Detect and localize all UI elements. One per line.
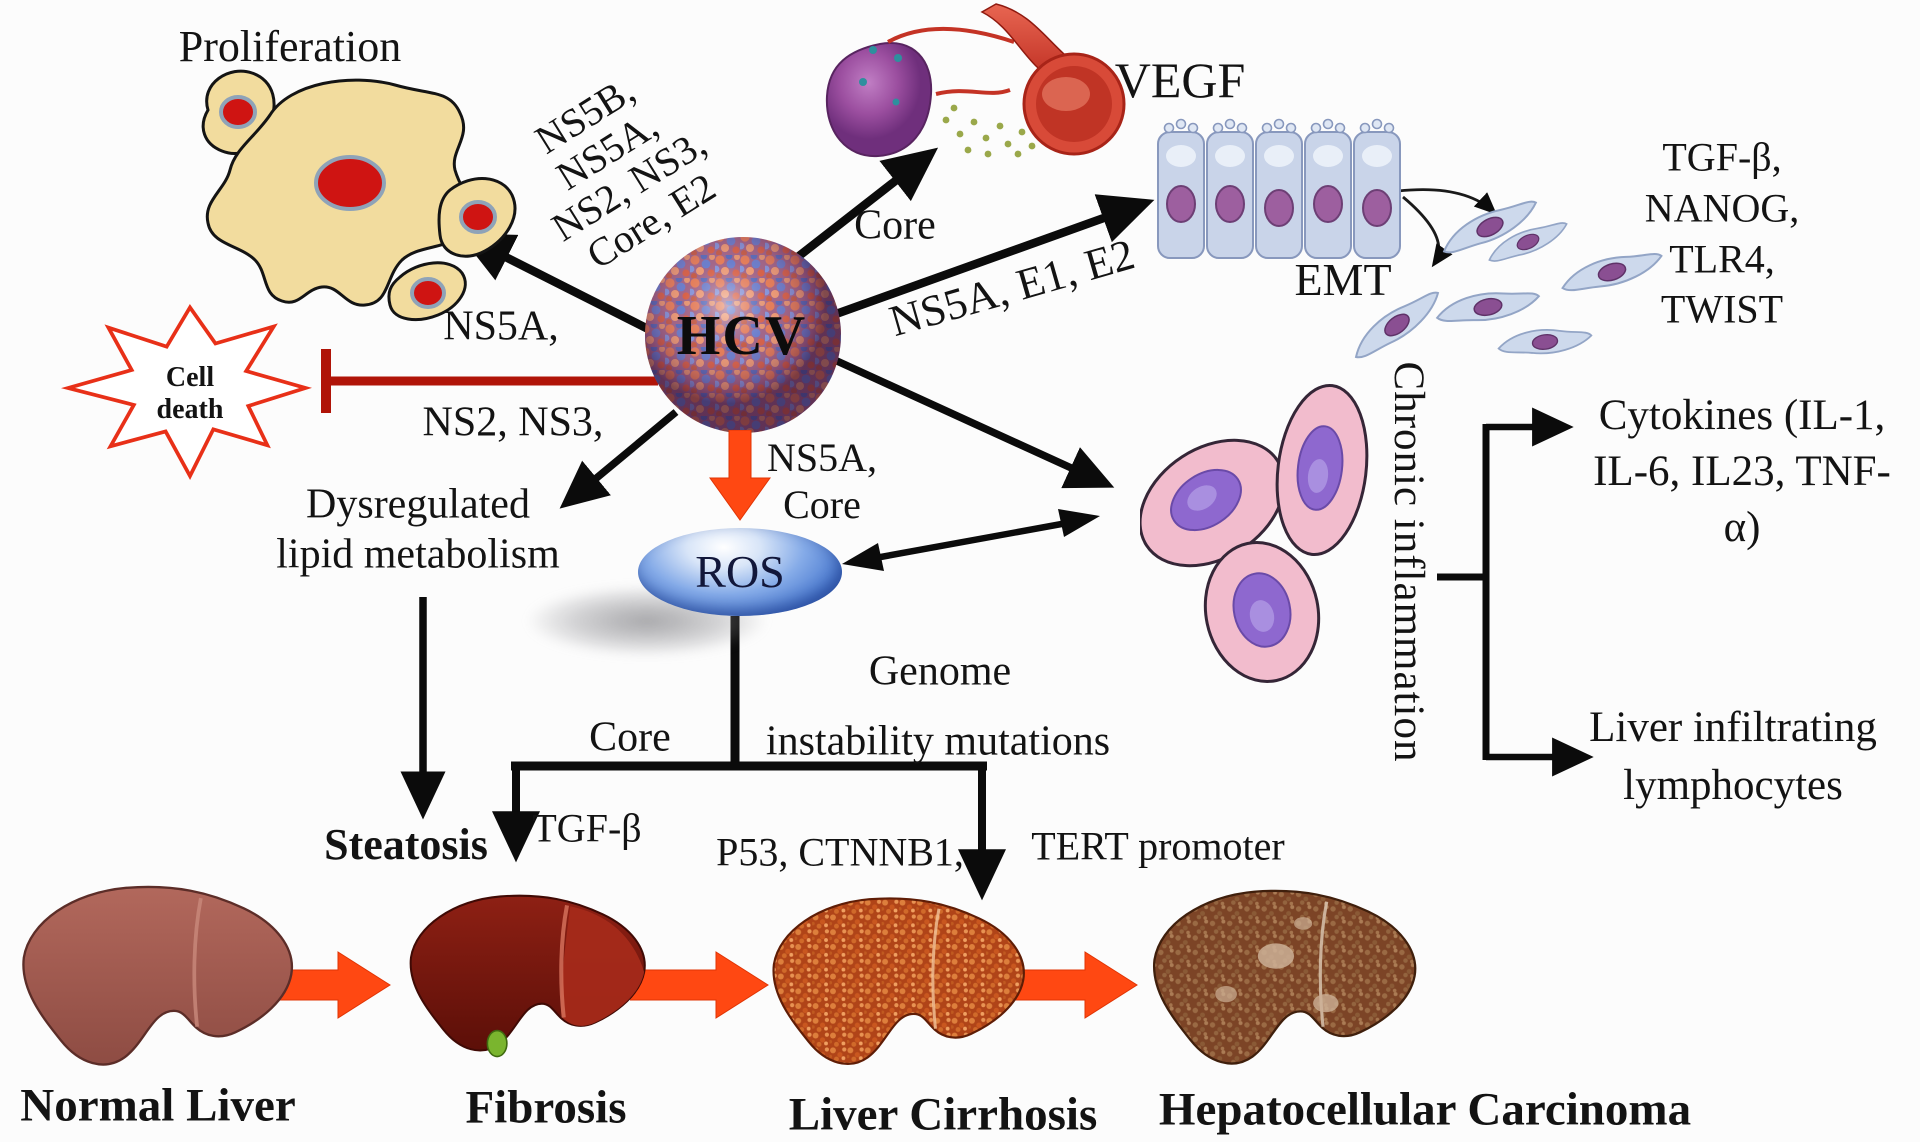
tgf-beta-label: TGF-β xyxy=(532,805,642,851)
cytokines-line: α) xyxy=(1723,503,1761,551)
nucleus xyxy=(314,155,386,211)
pink-cell xyxy=(1275,383,1369,557)
vegf-angiogenesis-illustration xyxy=(825,3,1126,158)
nucleus xyxy=(219,95,257,129)
normal-liver-illustration xyxy=(22,885,294,1066)
capillary-sprout-mid xyxy=(935,88,1011,96)
starburst-outline xyxy=(61,304,312,480)
branch-core-label: Core xyxy=(589,714,671,761)
virion-shading xyxy=(645,237,841,433)
inflammatory-cells-illustration xyxy=(1140,383,1369,683)
cytokines-line: IL-6, IL23, TNF- xyxy=(1593,448,1891,496)
arrowhead-to-inflammatory-cells xyxy=(1058,509,1100,537)
spindle-cell xyxy=(1433,281,1543,332)
vegf-label: VEGF xyxy=(1114,52,1246,108)
emt-factor-line: NANOG, xyxy=(1644,185,1800,231)
hcv-to-ros-edge-label: NS5A, Core xyxy=(767,434,877,528)
chronic-inflammation-label: Chronic inflammation xyxy=(1385,361,1433,763)
epithelial-nuclei xyxy=(1166,185,1392,227)
stage-label-fibrosis: Fibrosis xyxy=(465,1081,627,1134)
dysregulated-line: Dysregulated xyxy=(306,481,530,528)
hcv-virus-icon xyxy=(645,237,841,433)
cell-death-line: Cell xyxy=(165,361,215,393)
vessel-highlight xyxy=(1042,77,1090,111)
stage-label-liver-cirrhosis: Liver Cirrhosis xyxy=(788,1088,1098,1141)
inhibition-label-top: NS5A, xyxy=(443,303,559,350)
hcv-to-vegf-edge-label: Core xyxy=(854,202,936,249)
apical-patches xyxy=(1166,145,1392,167)
tumor-receptors xyxy=(859,46,902,106)
vegf-molecules xyxy=(942,104,1036,158)
gallbladder xyxy=(486,1029,508,1058)
tumor-cell xyxy=(825,42,933,158)
proliferation-label: Proliferation xyxy=(178,22,402,72)
spindle-cell xyxy=(1496,322,1594,361)
cell-death-starburst xyxy=(61,304,312,480)
hcv-virus-label: HCV xyxy=(676,304,808,367)
ros-edge-line: NS5A, xyxy=(766,434,878,480)
ros-edge-line: Core xyxy=(783,482,861,527)
cell-death-label: Cell death xyxy=(157,362,224,426)
tert-promoter-label: TERT promoter xyxy=(1031,823,1285,869)
dysregulated-line: lipid metabolism xyxy=(276,531,560,577)
cytokines-line: Cytokines (IL-1, xyxy=(1598,392,1886,440)
lymphocytes-line: Liver infiltrating xyxy=(1589,703,1877,751)
emt-factors-label: TGF-β, NANOG, TLR4, TWIST xyxy=(1645,132,1799,335)
cirrhosis-liver-illustration xyxy=(772,897,1025,1065)
emt-factor-line: TLR4, xyxy=(1669,236,1775,281)
steatosis-label: Steatosis xyxy=(324,820,488,870)
hcc-liver-illustration xyxy=(1153,889,1417,1065)
fibrosis-right-lobe xyxy=(560,906,645,1026)
orange-arrow-hcv-to-ros xyxy=(709,430,771,521)
arrowhead-to-ros xyxy=(842,543,884,571)
microvilli xyxy=(1163,118,1395,134)
proliferating-cells-illustration xyxy=(201,69,517,322)
emt-label: EMT xyxy=(1294,254,1392,306)
arrow-ros-inflammation-bidirectional xyxy=(863,517,1079,564)
lymphocytes-line: lymphocytes xyxy=(1623,762,1843,809)
nucleus xyxy=(410,277,446,309)
cytokines-label: Cytokines (IL-1, IL-6, IL23, TNF- α) xyxy=(1593,388,1891,556)
nucleus xyxy=(459,200,497,234)
ros-ellipse xyxy=(638,528,842,616)
inhibition-label-bottom: NS2, NS3, xyxy=(422,399,604,446)
genome-label-line2: instability mutations xyxy=(765,718,1111,765)
mesenchymal-cells-illustration xyxy=(1346,189,1667,369)
emt-factor-line: TGF-β, xyxy=(1662,134,1782,180)
ros-label: ROS xyxy=(695,546,785,598)
emt-factor-line: TWIST xyxy=(1660,286,1784,332)
stage-label-normal-liver: Normal Liver xyxy=(20,1079,296,1132)
epithelial-cell xyxy=(1157,131,1401,259)
fibrosis-liver-illustration xyxy=(409,894,646,1058)
genome-label-line1: Genome xyxy=(868,648,1012,695)
dysregulated-lipid-label: Dysregulated lipid metabolism xyxy=(276,480,559,579)
cell-death-line: death xyxy=(156,394,224,425)
orange-arrow-fibrosis-to-cirrhosis xyxy=(630,951,769,1019)
capillary-sprout-top xyxy=(887,26,1015,44)
epithelial-cells-illustration xyxy=(1157,118,1401,259)
stage-label-hepatocellular-carcinoma: Hepatocellular Carcinoma xyxy=(1158,1083,1692,1136)
p53-ctnnb1-label: P53, CTNNB1, xyxy=(716,829,964,875)
pink-cell xyxy=(1140,438,1286,568)
tumor-nodules xyxy=(1215,917,1339,1013)
liver-infiltrating-label: Liver infiltrating lymphocytes xyxy=(1589,699,1877,815)
pink-cell xyxy=(1203,541,1321,683)
